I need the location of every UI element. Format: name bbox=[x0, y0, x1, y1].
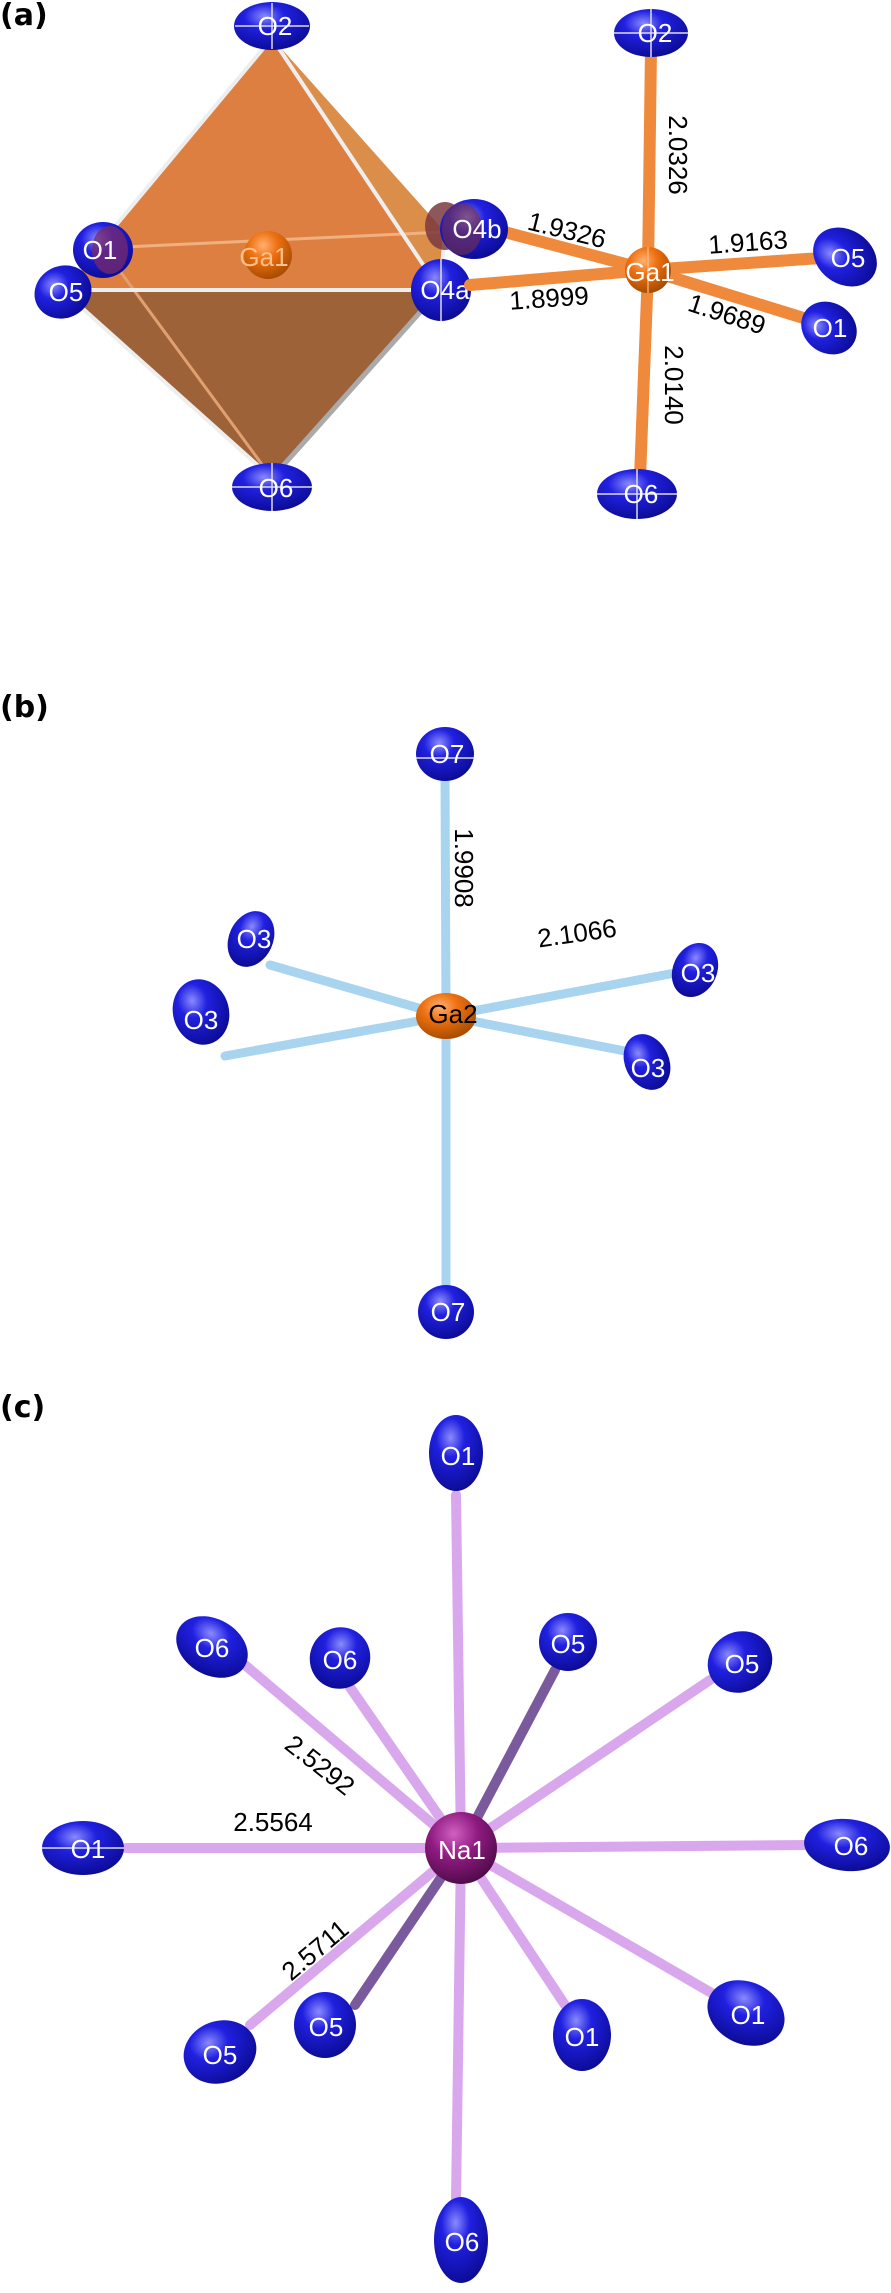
atom-o3-upper-right: O3 bbox=[671, 942, 719, 998]
atom-o2-top: O2 bbox=[234, 2, 310, 50]
panel-label-a: (a) bbox=[0, 0, 48, 33]
bond-label-ga1-o4a: 1.8999 bbox=[508, 280, 589, 315]
svg-text:O6: O6 bbox=[323, 1645, 358, 1675]
svg-text:O1: O1 bbox=[731, 2000, 766, 2030]
svg-text:O7: O7 bbox=[431, 1297, 466, 1327]
atom-o1-lower-right: O1 bbox=[707, 1980, 785, 2046]
atom-o1-lower-inner: O1 bbox=[553, 1999, 611, 2071]
svg-text:O5: O5 bbox=[551, 1629, 586, 1659]
atom-o5-lower-left-outer: O5 bbox=[183, 2020, 257, 2084]
svg-text:O3: O3 bbox=[681, 958, 716, 988]
svg-text:O4b: O4b bbox=[452, 214, 501, 244]
atom-o1-left: O1 bbox=[42, 1821, 124, 1875]
atom-o5-upper-right: O5 bbox=[707, 1631, 773, 1693]
atom-o5-right: O5 bbox=[813, 227, 877, 287]
svg-text:O1: O1 bbox=[83, 235, 118, 265]
bond-label-ga1-o5: 1.9163 bbox=[707, 224, 788, 259]
svg-text:O6: O6 bbox=[195, 1633, 230, 1663]
atom-o6-upper-left-inner: O6 bbox=[309, 1627, 371, 1689]
atom-o1-top: O1 bbox=[429, 1415, 483, 1491]
svg-text:O6: O6 bbox=[624, 479, 659, 509]
svg-text:Na1: Na1 bbox=[438, 1835, 486, 1865]
atom-o5-left: O5 bbox=[34, 265, 92, 319]
svg-text:O3: O3 bbox=[237, 924, 272, 954]
atom-o6-right: O6 bbox=[597, 469, 677, 519]
svg-text:Ga2: Ga2 bbox=[428, 999, 477, 1029]
svg-text:O5: O5 bbox=[309, 2012, 344, 2042]
atom-o1-back: O1 bbox=[73, 222, 133, 278]
panel-a-polyhedron: O1 Ga1 O2 O5 O4a O6 bbox=[34, 2, 471, 511]
svg-text:O1: O1 bbox=[441, 1441, 476, 1471]
panel-c-na1-coordination: O1 O6 O6 O5 O5 O1 O6 O5 bbox=[42, 1415, 890, 2283]
svg-text:O5: O5 bbox=[831, 243, 866, 273]
svg-text:O6: O6 bbox=[259, 473, 294, 503]
bond-label-na1-o6: 2.5292 bbox=[279, 1729, 360, 1802]
svg-text:O6: O6 bbox=[834, 1831, 869, 1861]
atom-na1: Na1 bbox=[425, 1812, 497, 1884]
atom-o7-top: O7 bbox=[416, 727, 474, 781]
atom-o1-right: O1 bbox=[801, 301, 857, 355]
bond-label-ga1-o6: 2.0140 bbox=[659, 345, 689, 425]
svg-text:O7: O7 bbox=[430, 739, 465, 769]
svg-text:O6: O6 bbox=[445, 2227, 480, 2257]
svg-text:O2: O2 bbox=[258, 11, 293, 41]
svg-text:O4a: O4a bbox=[420, 275, 470, 305]
svg-text:O5: O5 bbox=[725, 1649, 760, 1679]
atom-o4b: O4b bbox=[440, 199, 508, 259]
atom-ga1-center: Ga1 bbox=[239, 231, 292, 279]
bond-label-ga2-o7: 1.9908 bbox=[449, 828, 479, 908]
atom-ga2: Ga2 bbox=[416, 993, 478, 1039]
atom-ga1-right: Ga1 bbox=[625, 247, 675, 293]
atom-o3-lower-right: O3 bbox=[623, 1034, 671, 1090]
svg-text:O3: O3 bbox=[184, 1005, 219, 1035]
bond-label-ga2-o3: 2.1066 bbox=[536, 913, 619, 954]
atom-o3-lower-left: O3 bbox=[172, 979, 230, 1045]
svg-text:O1: O1 bbox=[813, 313, 848, 343]
svg-text:O1: O1 bbox=[71, 1834, 106, 1864]
svg-text:Ga1: Ga1 bbox=[625, 257, 674, 287]
svg-text:O1: O1 bbox=[565, 2022, 600, 2052]
atom-o6-bottom: O6 bbox=[434, 2197, 488, 2283]
atom-o4a-poly: O4a bbox=[411, 259, 471, 321]
svg-text:O5: O5 bbox=[203, 2040, 238, 2070]
atom-o3-upper-left: O3 bbox=[227, 911, 275, 967]
svg-text:O3: O3 bbox=[631, 1053, 666, 1083]
svg-text:Ga1: Ga1 bbox=[239, 242, 288, 272]
bond-label-ga1-o2: 2.0326 bbox=[663, 115, 693, 195]
atom-o5-lower-left-inner: O5 bbox=[294, 1992, 356, 2058]
bond-label-na1-o1: 2.5564 bbox=[233, 1807, 313, 1837]
atom-o2-right: O2 bbox=[614, 9, 688, 57]
panel-a-ball-stick: O4b O2 O5 O1 O6 Ga1 2.0326 1.9326 bbox=[440, 9, 877, 519]
panel-label-c: (c) bbox=[0, 1390, 46, 1425]
panel-label-b: (b) bbox=[0, 690, 49, 725]
atom-o6-right: O6 bbox=[804, 1818, 890, 1872]
atom-o7-bottom: O7 bbox=[418, 1285, 474, 1339]
atom-o5-upper-inner: O5 bbox=[539, 1613, 597, 1671]
panel-b-ga2-coordination: O7 O3 O3 O3 O3 O7 Ga2 1.9908 2.1066 bbox=[172, 727, 719, 1339]
svg-text:O5: O5 bbox=[49, 277, 84, 307]
svg-text:O2: O2 bbox=[638, 18, 673, 48]
atom-o6-bottom: O6 bbox=[232, 463, 312, 511]
atom-o6-upper-left-outer: O6 bbox=[176, 1616, 248, 1678]
